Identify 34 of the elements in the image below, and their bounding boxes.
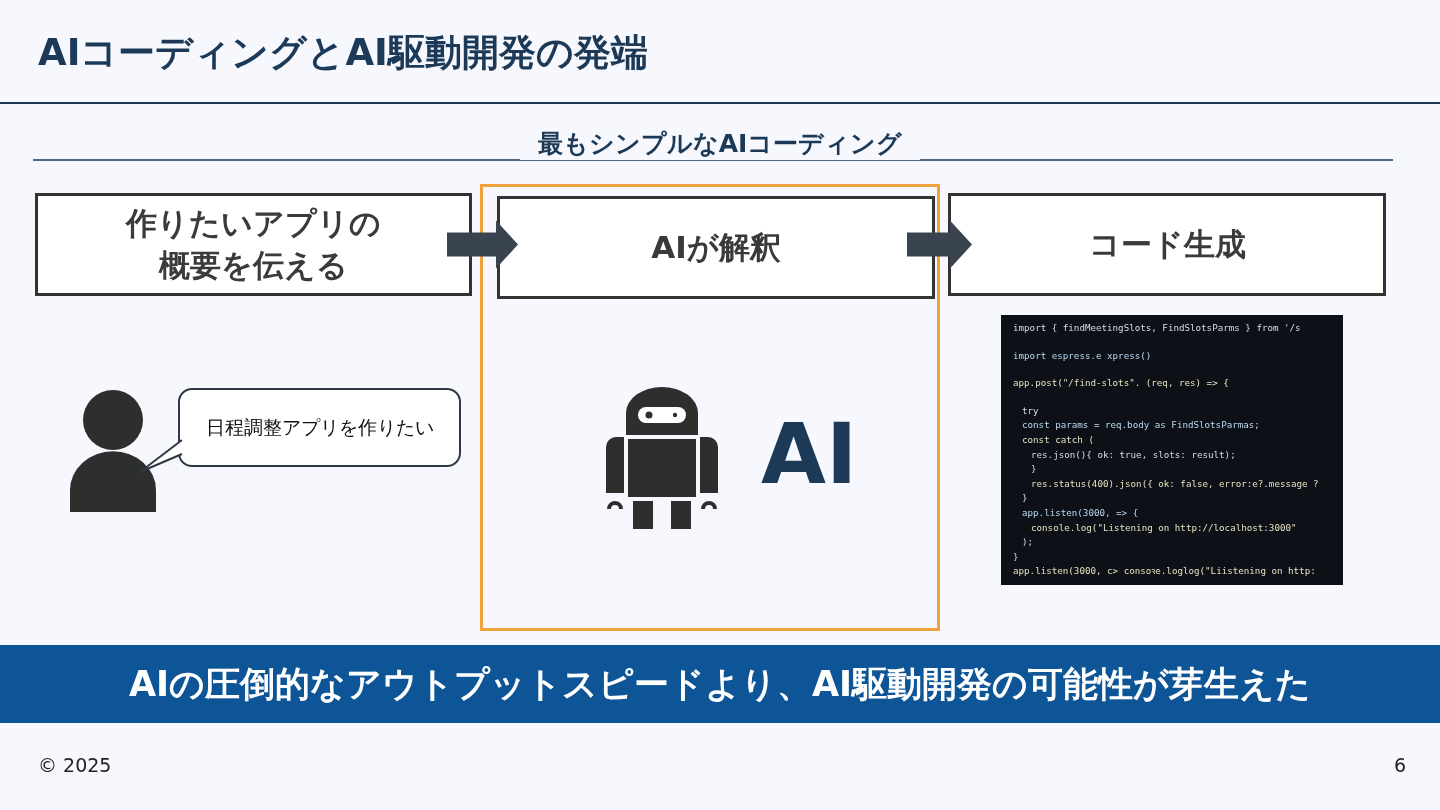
banner-text: AIの圧倒的なアウトプットスピードより、AI駆動開発の可能性が芽生えた [128, 662, 1312, 706]
code-line: app.listen(3000, c> consoꝛe.loglog("Liistening on http: [1013, 564, 1317, 579]
box-text: AIが解釈 [651, 227, 781, 267]
code-line: try [1021, 403, 1040, 418]
code-line: const catch ( [1021, 432, 1095, 447]
ai-label: AI [761, 412, 858, 496]
code-line: res.json(){ ok: true, slots: result); [1030, 447, 1237, 462]
code-line: app.listen(3000, => { [1021, 505, 1140, 520]
page-number: 6 [1394, 754, 1407, 776]
code-line: import { findMeetingSlots, FindSlotsParms } from '/s [1013, 321, 1302, 335]
speech-bubble [178, 388, 461, 467]
code-line: } [1021, 491, 1029, 506]
code-line: } [1030, 462, 1038, 477]
arrow [907, 220, 972, 269]
box-text: コード生成 [1088, 224, 1246, 264]
code-line: res.status(400).json({ ok: false, error:e?.message ? [1030, 476, 1320, 491]
code-line: console.log("Listening on http://localhost:3000" [1030, 520, 1298, 535]
code-screenshot [1001, 315, 1343, 585]
code-line: } [1013, 549, 1020, 564]
arrow [447, 220, 518, 269]
code-line: ); [1021, 535, 1035, 550]
box-text: 作りたいアプリの概要を伝える [124, 203, 382, 285]
process-box [35, 193, 472, 296]
highlight-frame [480, 184, 940, 631]
code-line: const params = req.body as FindSlotsParmas; [1021, 418, 1261, 433]
code-line: import espress.e xpress() [1013, 348, 1153, 363]
banner-band [0, 645, 1440, 723]
slide-title: AIコーディングとAI駆動開発の発端 [38, 30, 648, 76]
copyright-text: © 2025 [38, 754, 112, 776]
section-heading: 最もシンプルなAIコーディング [520, 127, 920, 160]
speech-text: 日程調整アプリを作りたい [205, 414, 434, 440]
code-line: app.post("/find-slots". (req, res) => { [1013, 376, 1230, 391]
process-box [497, 196, 935, 299]
process-box [948, 193, 1386, 296]
